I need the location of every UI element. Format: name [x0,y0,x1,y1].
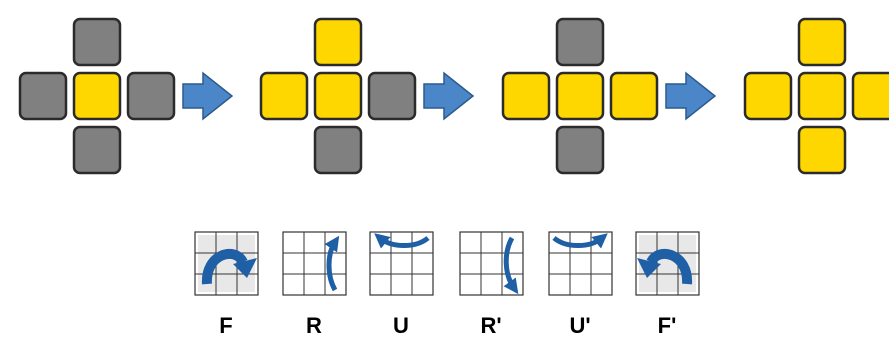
rotate-right-up-icon [282,231,347,296]
cross-stage-3 [501,17,659,175]
rotate-front-clockwise-icon [194,231,259,296]
move-r-prime: R' [459,231,524,338]
move-label-f-prime: F' [658,313,677,338]
move-r: R [282,231,347,338]
move-u-prime: U' [548,231,613,338]
tile-left-yellow [501,71,551,121]
rotate-top-left-icon [369,231,434,296]
tile-bottom-yellow [797,125,847,175]
tile-left-yellow [259,71,309,121]
cross-stage-1 [18,17,176,175]
move-label-r: R [306,313,322,338]
transition-arrow-3-icon [665,71,717,121]
move-label-r-prime: R' [480,313,501,338]
tile-top-gray [555,17,605,67]
tile-center-yellow [797,71,847,121]
rotate-right-down-icon [459,231,524,296]
transition-arrow-1-icon [182,71,234,121]
tile-center-yellow [72,71,122,121]
tile-left-gray [18,71,68,121]
tile-center-yellow [313,71,363,121]
tile-bottom-gray [555,125,605,175]
move-legend: F R U [194,231,700,338]
transition-arrow-2-icon [423,71,475,121]
tile-center-yellow [555,71,605,121]
cross-stage-4 [743,17,889,175]
tile-top-yellow [797,17,847,67]
cross-stage-2 [259,17,417,175]
move-f-prime: F' [635,231,700,338]
transition-arrows [182,71,717,121]
cross-stages [18,17,889,175]
tile-left-yellow [743,71,793,121]
tile-right-gray [126,71,176,121]
tile-top-gray [72,17,122,67]
move-f: F [194,231,259,338]
move-label-u-prime: U' [569,313,590,338]
rotate-front-counterclockwise-icon [635,231,700,296]
tile-right-gray [367,71,417,121]
tile-right-yellow [851,71,889,121]
tile-right-yellow [609,71,659,121]
tile-top-yellow [313,17,363,67]
tile-bottom-gray [313,125,363,175]
move-label-u: U [393,313,409,338]
rotate-top-right-icon [548,231,613,296]
tile-bottom-gray [72,125,122,175]
move-u: U [369,231,434,338]
move-label-f: F [219,313,232,338]
